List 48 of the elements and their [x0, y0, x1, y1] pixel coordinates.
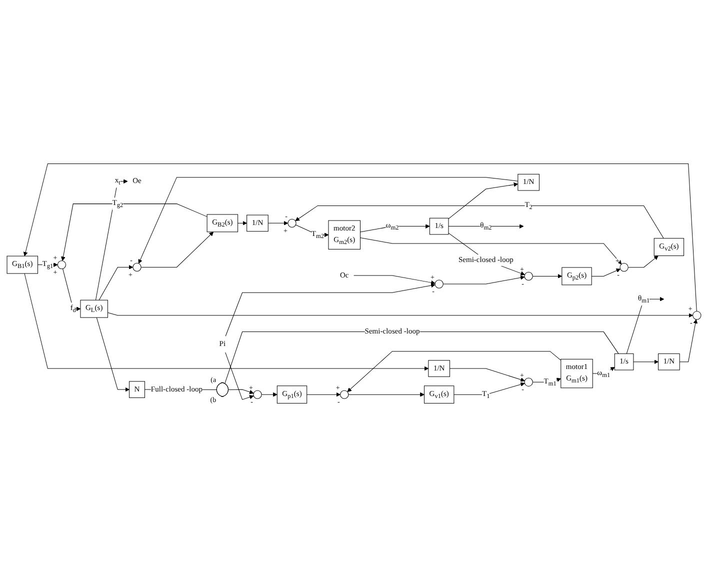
arrow — [306, 392, 340, 397]
arrow — [96, 317, 130, 392]
arrow — [450, 368, 525, 382]
arrow — [633, 360, 658, 364]
node-circle — [57, 260, 66, 270]
arrow — [360, 224, 430, 232]
arrow — [532, 274, 562, 278]
arrow — [62, 268, 81, 312]
arrow — [295, 205, 664, 239]
arrow — [295, 224, 329, 238]
arrow — [347, 351, 562, 392]
arrow — [360, 237, 622, 264]
arrow — [348, 392, 424, 397]
arrow — [442, 275, 525, 284]
node-circle — [524, 272, 533, 281]
arrow — [454, 382, 525, 395]
node-circle — [253, 390, 262, 399]
arrow — [679, 319, 698, 362]
node-circle — [524, 378, 533, 386]
arrow — [107, 312, 694, 318]
node-circle — [692, 311, 702, 320]
arrow — [23, 163, 697, 312]
arrow — [448, 224, 524, 228]
arrow — [225, 283, 436, 336]
arrow — [138, 177, 518, 264]
node-circle — [434, 280, 444, 288]
arrow — [140, 232, 214, 268]
arrow — [225, 352, 254, 400]
node-circle — [288, 218, 296, 228]
arrow — [95, 179, 128, 300]
arrow — [628, 256, 658, 268]
arrow — [354, 275, 436, 285]
connector — [224, 332, 619, 384]
arrow — [228, 389, 254, 394]
arrow — [238, 220, 248, 226]
arrow — [61, 204, 208, 261]
arrow — [98, 265, 134, 300]
arrow — [261, 392, 278, 397]
node-circle — [132, 262, 142, 272]
arrow — [24, 273, 429, 371]
arrow — [448, 182, 518, 220]
arrow — [532, 378, 562, 382]
arrow — [626, 296, 664, 354]
arrow — [448, 232, 525, 276]
node-circle — [620, 263, 628, 272]
arrow — [268, 220, 288, 226]
node-circle — [340, 390, 349, 399]
arrow — [591, 268, 621, 276]
